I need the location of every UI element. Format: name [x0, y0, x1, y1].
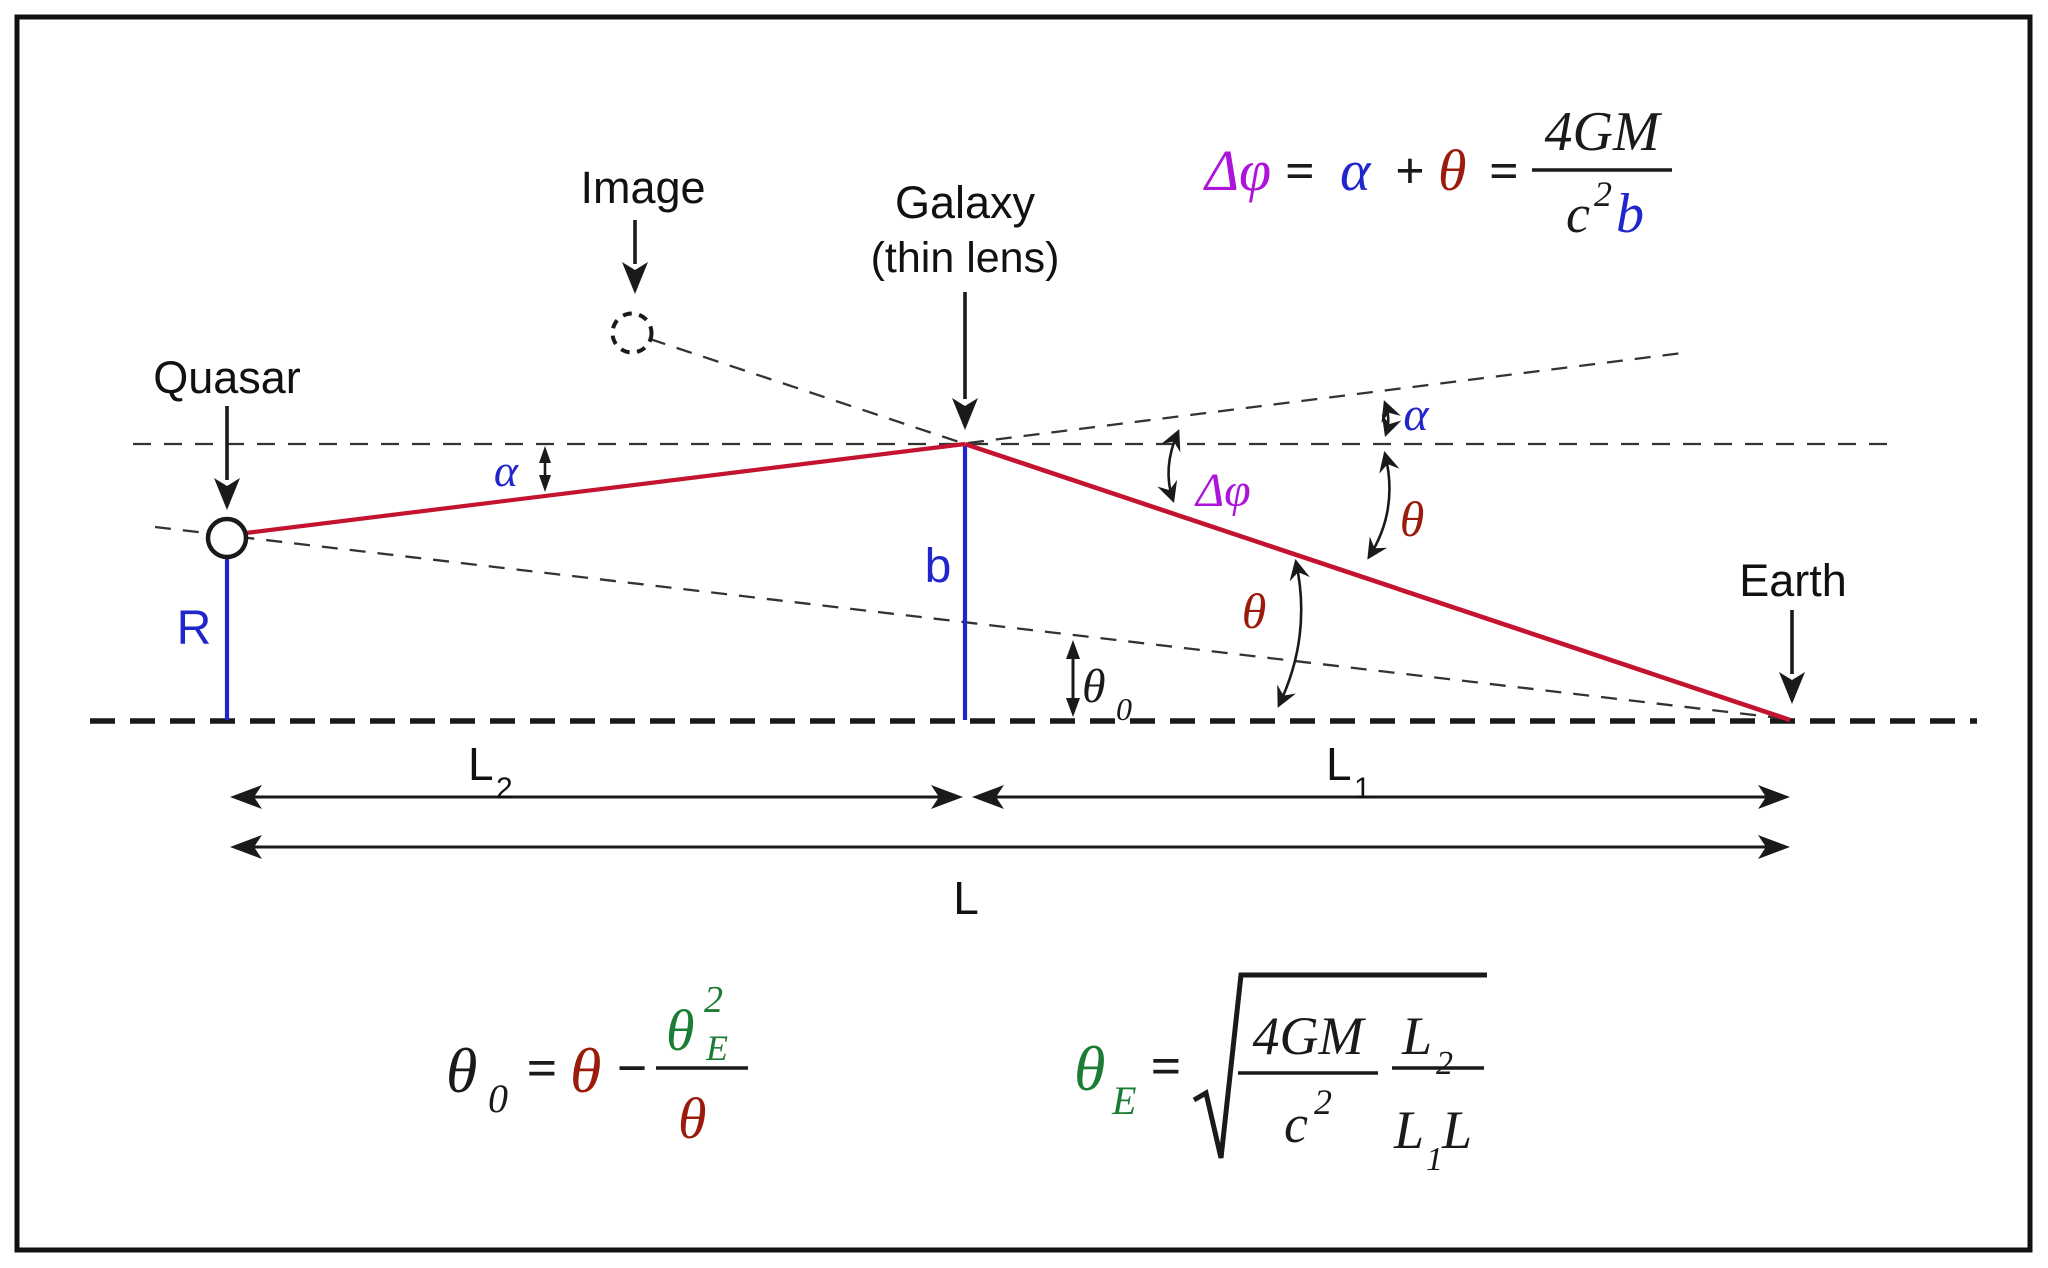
- earth-quasar-sightline: [154, 525, 1789, 721]
- L1-measure-arrow: [972, 785, 1790, 809]
- L1-label: L1: [1326, 738, 1371, 805]
- theta0-label-base: θ: [1082, 660, 1106, 713]
- alpha-label-right: α: [1403, 388, 1429, 441]
- quasar-circle: [205, 516, 249, 560]
- theta0-equation: θ 0 = θ − θ 2 E θ: [446, 979, 748, 1151]
- delta-phi-label: Δφ: [1194, 464, 1251, 517]
- deflection-equation: Δφ = α + θ = 4GM c 2 b: [1203, 101, 1672, 245]
- thetaE-eq-f2-num: L: [1401, 1006, 1432, 1066]
- L2-measure-arrow: [230, 785, 963, 809]
- theta0-eq-equals: =: [527, 1038, 558, 1098]
- alpha-arc: [1381, 400, 1402, 437]
- L-measure-arrow: [230, 835, 1790, 859]
- R-label: R: [177, 602, 212, 655]
- thetaE-eq-radical: [1192, 972, 1487, 1159]
- theta0-eq-theta: θ: [570, 1035, 601, 1106]
- b-label: b: [925, 540, 952, 593]
- theta0-gap-arrow: [1066, 640, 1080, 717]
- theta0-eq-minus: −: [617, 1038, 648, 1098]
- theta0-eq-den-theta: θ: [678, 1086, 707, 1151]
- theta0-eq-num-sub: E: [705, 1028, 728, 1068]
- deflection-plus: +: [1395, 143, 1425, 200]
- thetaE-eq-f1-num: 4GM: [1253, 1006, 1367, 1066]
- deflection-alpha: α: [1340, 138, 1372, 203]
- earth-label: Earth: [1739, 555, 1847, 606]
- L2-label-base: L: [468, 738, 494, 790]
- L1-label-sub: 1: [1354, 772, 1371, 805]
- theta-label-right: θ: [1400, 491, 1425, 547]
- thetaE-eq-lhs-sub: E: [1111, 1078, 1136, 1123]
- galaxy-label-line2: (thin lens): [871, 234, 1060, 282]
- L-label: L: [953, 872, 979, 924]
- deflection-eq2: =: [1489, 143, 1519, 200]
- theta0-eq-lhs: θ: [446, 1035, 477, 1106]
- galaxy-arrow: [952, 292, 978, 430]
- theta0-eq-num-sup: 2: [704, 979, 723, 1021]
- thetaE-eq-lhs: θ: [1074, 1033, 1105, 1104]
- image-label: Image: [580, 162, 705, 213]
- thetaE-eq-f2-num-sub: 2: [1436, 1045, 1453, 1082]
- theta0-label-sub: 0: [1116, 691, 1132, 727]
- L1-label-base: L: [1326, 738, 1352, 790]
- thetaE-eq-f2-den-L: L: [1441, 1100, 1472, 1160]
- deflection-lhs: Δφ: [1203, 138, 1271, 203]
- earth-arrow: [1779, 610, 1805, 704]
- alpha-label-left: α: [494, 445, 519, 496]
- image-arrow: [622, 220, 648, 294]
- ray-lens-to-earth: [964, 441, 1791, 723]
- theta-arc-lower: [1277, 558, 1310, 708]
- deflection-theta: θ: [1438, 138, 1467, 203]
- deflection-den-sup: 2: [1594, 174, 1612, 214]
- theta0-eq-lhs-sub: 0: [488, 1076, 508, 1121]
- ray-quasar-to-lens: [245, 441, 966, 536]
- L2-label-sub: 2: [496, 772, 513, 805]
- figure-border: [14, 14, 2033, 1253]
- deflection-numerator: 4GM: [1544, 101, 1662, 163]
- deflection-eq1: =: [1285, 143, 1315, 200]
- deflection-den-c: c: [1566, 184, 1590, 244]
- quasar-arrow: [214, 406, 240, 510]
- galaxy-label-line1: Galaxy: [895, 177, 1036, 228]
- alpha-gap-arrow: [539, 446, 551, 492]
- theta-arc-right: [1367, 450, 1400, 560]
- image-circle: [610, 311, 654, 355]
- einstein-radius-equation: θ E = 4GM c 2 L 2 L 1 L: [1074, 972, 1487, 1178]
- thetaE-eq-equals: =: [1151, 1036, 1182, 1096]
- thetaE-eq-f1-den-sup: 2: [1314, 1082, 1332, 1122]
- theta-label-lower: θ: [1242, 583, 1267, 639]
- quasar-label: Quasar: [153, 352, 301, 403]
- thetaE-eq-f1-den-c: c: [1284, 1094, 1308, 1154]
- thetaE-eq-f2-den-L1: L: [1393, 1100, 1424, 1160]
- thetaE-eq-f2-den-sub: 1: [1426, 1141, 1443, 1178]
- delta-phi-arc: [1157, 429, 1181, 503]
- deflection-den-b: b: [1616, 183, 1644, 245]
- L2-label: L2: [468, 738, 513, 805]
- theta0-eq-num-theta: θ: [666, 998, 695, 1063]
- undeflected-ray-extension: [967, 350, 1691, 445]
